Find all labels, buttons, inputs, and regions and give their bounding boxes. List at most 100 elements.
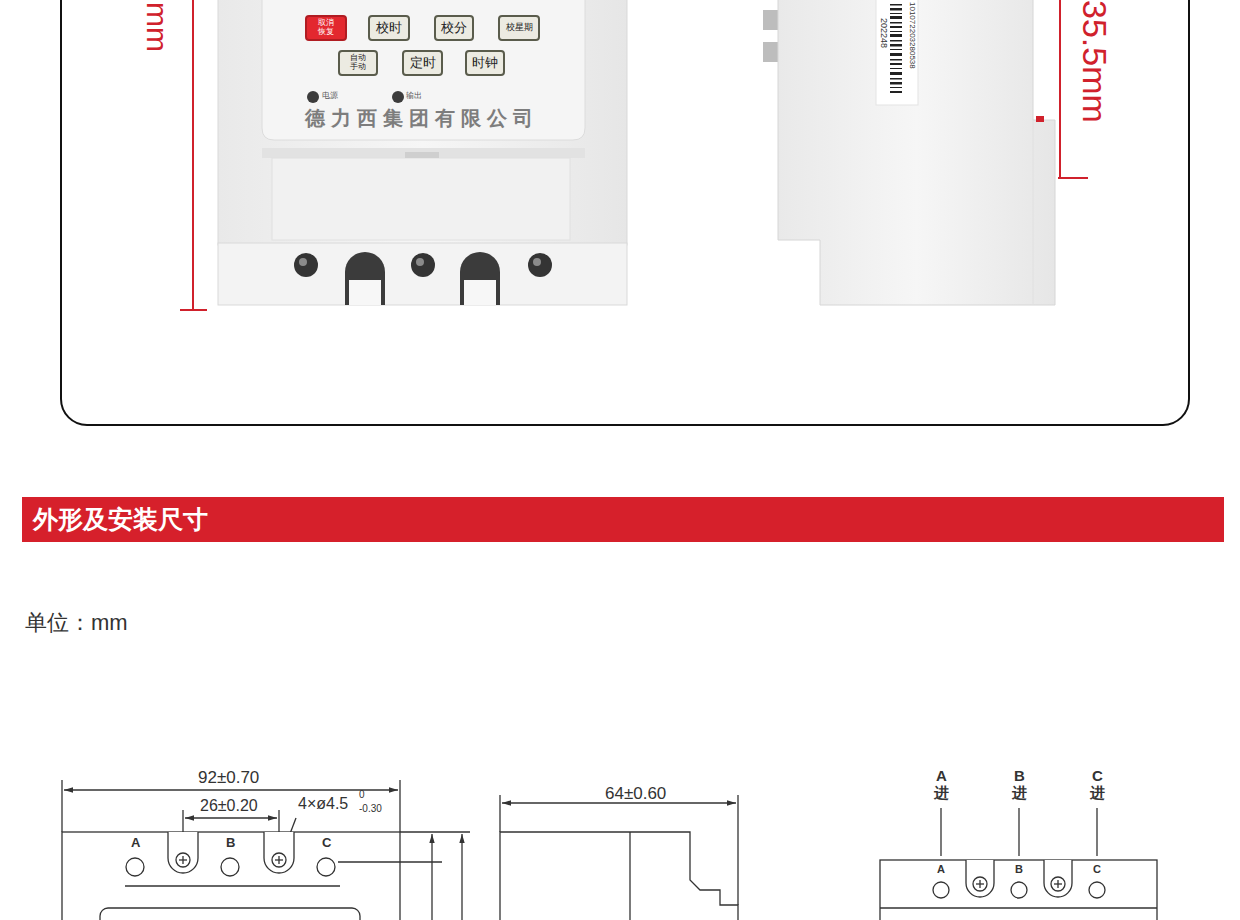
terminal-view-drawing (880, 808, 1157, 920)
front-outline-drawing-part (61, 780, 62, 832)
timer-side-view-part (890, 4, 902, 93)
timer-front-view-part (460, 252, 500, 305)
height-dimension-line-part (180, 309, 207, 311)
timer-side-view-part-part (890, 13, 902, 14)
timer-side-view-part (763, 10, 779, 30)
button-label: 自动 手动 (350, 54, 367, 72)
timer-front-view-part (464, 280, 496, 305)
front-outline-drawing-part (431, 834, 432, 920)
terminal-input-label: A 进 (934, 768, 949, 801)
timer-side-view-part-part (890, 87, 902, 88)
front-outline-drawing (62, 780, 470, 920)
timer-side-view-part-part (890, 31, 902, 32)
front-outline-drawing-part (176, 853, 190, 867)
timer-front-view-part (294, 253, 318, 277)
terminal-view-drawing-part (940, 808, 941, 856)
button-label: 校时 (376, 21, 402, 35)
button-label: 校分 (441, 21, 467, 35)
barcode-date: 202248 (879, 18, 888, 48)
timer-side-view-part-part (890, 72, 902, 75)
timer-side-view-part-part (890, 68, 902, 69)
timer-side-view-part-part (890, 34, 902, 37)
side-outline-drawing (500, 795, 738, 920)
depth-dimension-line-part (1059, 0, 1061, 178)
terminal-label: A (937, 863, 945, 876)
terminal-view-drawing-part (933, 882, 949, 898)
timer-side-view-part-part (890, 91, 902, 93)
timer-front-view-part (392, 91, 404, 103)
timer-side-view-part-part (890, 16, 902, 19)
hole-dimension: 4×ø4.5 (298, 795, 348, 813)
front-outline-drawing-part (100, 908, 360, 920)
button-label: 校星期 (506, 23, 533, 33)
height-dimension-line-part (192, 0, 194, 310)
front-outline-drawing-part (317, 858, 335, 876)
dimension-value: 64±0.60 (605, 784, 666, 804)
timer-side-view-part (763, 42, 779, 62)
front-outline-drawing-part (399, 780, 400, 832)
timer-side-view-part-part (890, 4, 902, 6)
set-week-button: 校星期 (498, 15, 540, 41)
timer-front-view (218, 0, 627, 305)
terminal-input-label: B 进 (1012, 768, 1027, 801)
timer-front-view-part (416, 258, 424, 266)
front-outline-drawing-part (221, 858, 239, 876)
dimension-unit: mm (142, 2, 172, 52)
brand-name: 德力西集团有限公司 (305, 107, 539, 130)
timer-side-view-part-part (890, 40, 902, 42)
front-outline-drawing-part (126, 858, 144, 876)
terminal-input-label: C 进 (1090, 768, 1105, 801)
timer-side-view-part-part (890, 22, 902, 24)
terminal-view-drawing-part (1011, 882, 1027, 898)
terminal-view-drawing-part (979, 880, 980, 888)
front-outline-drawing-part (264, 832, 294, 873)
timer-front-view-part (405, 152, 439, 158)
timer-side-view-part-part (890, 53, 902, 56)
terminal-view-drawing-part (966, 860, 994, 897)
timer-side-view-part-part (890, 44, 902, 47)
side-outline-drawing-part (629, 832, 630, 920)
timer-front-view-part (272, 158, 570, 240)
terminal-view-drawing-part (1044, 860, 1072, 897)
timer-front-view-part (345, 252, 385, 305)
timer-front-view-part (299, 258, 307, 266)
front-outline-drawing-part (168, 832, 198, 873)
dimension-value: 26±0.20 (200, 797, 258, 815)
timer-front-view-part (411, 253, 435, 277)
photo-panel (61, 0, 1189, 425)
terminal-label: A (131, 836, 140, 851)
timer-front-view-part (218, 0, 627, 245)
timer-side-view-part (876, 0, 918, 105)
timer-front-view-part (218, 243, 627, 305)
front-outline-drawing-part (185, 817, 277, 818)
timer-side-view-part (778, 0, 1055, 305)
set-minute-button: 校分 (434, 15, 474, 41)
set-hour-button: 校时 (368, 15, 410, 41)
clock-button: 时钟 (465, 50, 505, 76)
front-outline-drawing-part (338, 861, 442, 862)
timer-front-view-part (262, 148, 585, 158)
terminal-view-drawing-part (1096, 808, 1097, 856)
timer-front-view-part (528, 253, 552, 277)
led-label: 输出 (406, 91, 422, 100)
terminal-view-drawing-part (973, 877, 987, 891)
terminal-view-drawing-part (1051, 877, 1065, 891)
section-band: 外形及安装尺寸 (22, 497, 1224, 542)
timer-side-view-part-part (890, 63, 902, 65)
section-heading: 外形及安装尺寸 (33, 506, 208, 534)
timer-front-view-part (533, 258, 541, 266)
dimension-value: 35.5mm (1078, 0, 1112, 123)
timer-button: 定时 (402, 50, 443, 76)
front-outline-drawing-part (278, 856, 279, 864)
tolerance-lower: -0.30 (359, 803, 382, 815)
unit-note: 单位：mm (25, 610, 128, 635)
timer-side-view-part-part (890, 82, 902, 85)
front-outline-drawing-part (64, 789, 398, 790)
dimension-value: 92±0.70 (198, 768, 259, 788)
side-outline-drawing-part (500, 832, 738, 920)
terminal-view-drawing-part (1057, 880, 1058, 888)
timer-front-view-part (307, 91, 319, 103)
timer-side-view-part-part (890, 78, 902, 80)
timer-side-view-part-part (890, 8, 902, 11)
